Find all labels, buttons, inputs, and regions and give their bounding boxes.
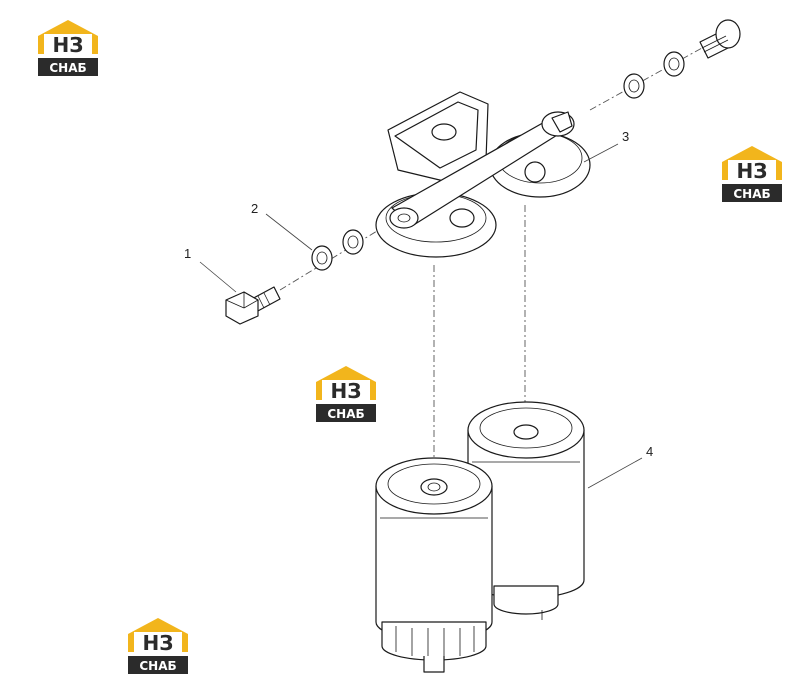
filter-cartridge-rear [467,401,585,620]
svg-text:НЗ: НЗ [331,379,362,403]
washers-left [311,229,364,271]
filter-cartridge-front [375,457,493,673]
callout-number-3: 3 [622,129,629,144]
banjo-bolt-top [699,19,741,59]
watermark-logo: НЗ СНАБ [316,366,376,422]
watermark-logo: НЗ СНАБ [722,146,782,202]
filter-head-bracket [375,91,591,258]
watermark-logo: НЗ СНАБ [128,618,188,674]
hex-bolt [225,286,281,325]
svg-text:СНАБ: СНАБ [139,659,176,673]
callout-number-2: 2 [251,201,258,216]
watermark-logo: НЗ СНАБ [38,20,98,76]
svg-text:НЗ: НЗ [53,33,84,57]
callout-4: 4 [587,444,653,489]
callout-number-1: 1 [184,246,191,261]
callout-number-4: 4 [646,444,653,459]
svg-text:СНАБ: СНАБ [327,407,364,421]
callout-3: 3 [583,129,629,163]
callout-1: 1 [184,246,237,293]
washers-top [623,51,685,99]
callout-2: 2 [251,201,313,251]
svg-text:СНАБ: СНАБ [49,61,86,75]
svg-text:НЗ: НЗ [143,631,174,655]
svg-text:СНАБ: СНАБ [733,187,770,201]
svg-text:НЗ: НЗ [737,159,768,183]
